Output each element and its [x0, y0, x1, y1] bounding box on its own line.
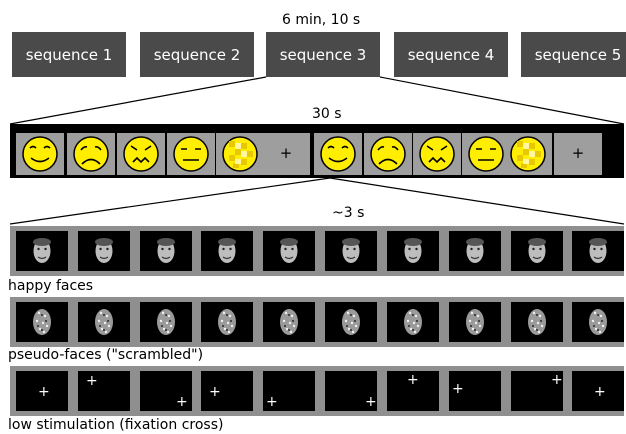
- fixation-cross: +: [594, 384, 606, 400]
- scrambled-face: [511, 302, 563, 342]
- block-duration-label: ~3 s: [332, 205, 365, 221]
- happy-faces-row: [10, 226, 624, 276]
- photo-face: [16, 231, 68, 271]
- photo-face: [78, 231, 130, 271]
- block-sad-face: [67, 133, 115, 175]
- fixation-panel: +: [78, 371, 130, 411]
- block-angry-face: [117, 133, 165, 175]
- sequence-3-box: sequence 3: [266, 32, 380, 77]
- sequence-2-box: sequence 2: [140, 32, 254, 77]
- fixation-row: + + + + + + + + + +: [10, 366, 624, 416]
- sequence-duration-label: 30 s: [312, 106, 342, 122]
- block-sad-face: [364, 133, 412, 175]
- fixation-panel: +: [449, 371, 501, 411]
- block-fixation-cross: +: [279, 144, 293, 162]
- block-fixation: +: [554, 133, 602, 175]
- fixation-label: low stimulation (fixation cross): [8, 417, 224, 433]
- sequence-5-box: sequence 5: [521, 32, 626, 77]
- fixation-cross: +: [38, 384, 50, 400]
- fixation-panel: +: [325, 371, 377, 411]
- fixation-panel: +: [572, 371, 624, 411]
- fixation-cross: +: [407, 372, 419, 388]
- block-scrambled-face: [216, 133, 264, 175]
- pseudo-faces-label: pseudo-faces ("scrambled"): [8, 347, 204, 363]
- block-happy-face: [314, 133, 362, 175]
- scrambled-face: [387, 302, 439, 342]
- total-duration-label: 6 min, 10 s: [282, 12, 361, 28]
- block-neutral-face: [462, 133, 510, 175]
- fixation-cross: +: [551, 372, 563, 388]
- scrambled-face: [201, 302, 253, 342]
- fixation-cross: +: [86, 373, 98, 389]
- fixation-cross: +: [365, 394, 377, 410]
- block-fixation-cross: +: [571, 144, 585, 162]
- photo-face: [325, 231, 377, 271]
- fixation-panel: +: [140, 371, 192, 411]
- block-fixation: +: [262, 133, 310, 175]
- scrambled-face: [449, 302, 501, 342]
- sequence-1-box: sequence 1: [12, 32, 126, 77]
- block-neutral-face: [167, 133, 215, 175]
- photo-face: [201, 231, 253, 271]
- scrambled-face: [263, 302, 315, 342]
- fixation-panel: +: [263, 371, 315, 411]
- fixation-cross: +: [209, 384, 221, 400]
- block-happy-face: [16, 133, 64, 175]
- scrambled-face: [572, 302, 624, 342]
- photo-face: [449, 231, 501, 271]
- photo-face: [140, 231, 192, 271]
- fixation-cross: +: [266, 394, 278, 410]
- block-strip: + +: [10, 124, 624, 178]
- sequence-4-box: sequence 4: [394, 32, 508, 77]
- pseudo-faces-row: [10, 297, 624, 347]
- photo-face: [511, 231, 563, 271]
- happy-faces-label: happy faces: [8, 278, 94, 294]
- scrambled-face: [16, 302, 68, 342]
- fixation-panel: +: [16, 371, 68, 411]
- fixation-panel: +: [511, 371, 563, 411]
- fixation-cross: +: [452, 381, 464, 397]
- block-scrambled-face: [504, 133, 552, 175]
- block-angry-face: [413, 133, 461, 175]
- scrambled-face: [140, 302, 192, 342]
- scrambled-face: [78, 302, 130, 342]
- fixation-panel: +: [387, 371, 439, 411]
- fixation-cross: +: [176, 394, 188, 410]
- photo-face: [572, 231, 624, 271]
- scrambled-face: [325, 302, 377, 342]
- photo-face: [387, 231, 439, 271]
- fixation-panel: +: [201, 371, 253, 411]
- photo-face: [263, 231, 315, 271]
